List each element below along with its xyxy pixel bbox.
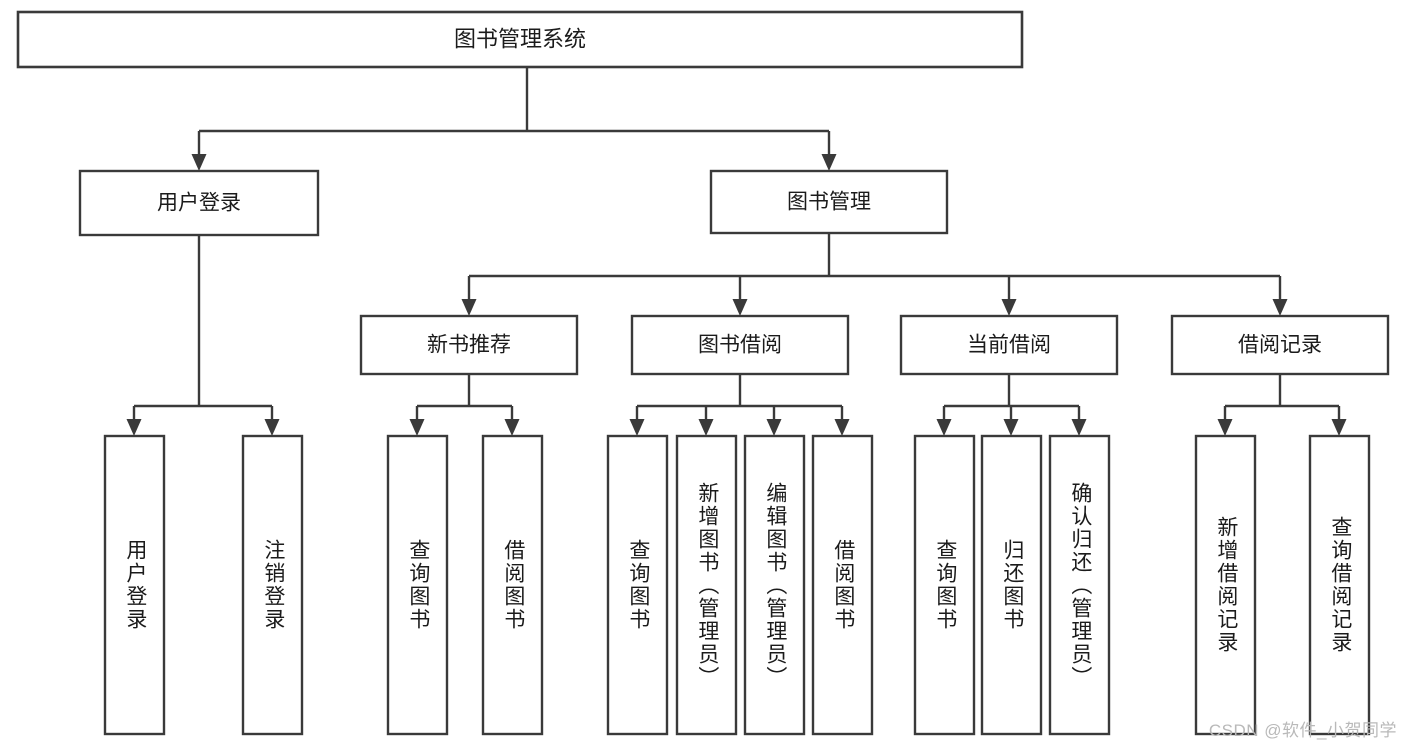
node-box-borrow-record[interactable] <box>1170 314 1390 376</box>
level3-to-leaves-1-arrow-2 <box>766 419 782 436</box>
level3-to-leaves-3-arrow-0 <box>1217 419 1233 436</box>
node-label-book-management: 图书管理 <box>787 191 871 214</box>
node-box-leaf-confirm-return-admin[interactable] <box>1048 434 1111 736</box>
node-label-borrow-record: 借阅记录 <box>1238 334 1322 357</box>
node-box-new-book-recommend[interactable] <box>359 314 579 376</box>
book-management-to-level3-arrow-3 <box>1272 299 1288 316</box>
node-box-book-borrow[interactable] <box>630 314 850 376</box>
connector-lines-group <box>126 67 1347 436</box>
node-box-leaf-borrow-book-1[interactable] <box>481 434 544 736</box>
node-box-current-borrow[interactable] <box>899 314 1119 376</box>
book-management-to-level3-arrow-1 <box>732 299 748 316</box>
node-box-leaf-query-borrow-record[interactable] <box>1308 434 1371 736</box>
node-boxes-group <box>16 10 1390 736</box>
level3-to-leaves-2-arrow-2 <box>1071 419 1087 436</box>
node-label-new-book-recommend: 新书推荐 <box>427 334 511 357</box>
level3-to-leaves-1-arrow-0 <box>629 419 645 436</box>
node-box-leaf-edit-book-admin[interactable] <box>743 434 806 736</box>
node-box-root[interactable] <box>16 10 1024 69</box>
level3-to-leaves-2-arrow-0 <box>936 419 952 436</box>
node-box-leaf-query-book-3[interactable] <box>913 434 976 736</box>
book-management-to-level3-arrow-0 <box>461 299 477 316</box>
level3-to-leaves-0-arrow-0 <box>409 419 425 436</box>
root-to-level2-arrow-1 <box>821 154 837 171</box>
node-box-leaf-query-book-1[interactable] <box>386 434 449 736</box>
node-box-leaf-return-book[interactable] <box>980 434 1043 736</box>
level3-to-leaves-1-arrow-1 <box>698 419 714 436</box>
level3-to-leaves-2-arrow-1 <box>1003 419 1019 436</box>
node-box-book-management[interactable] <box>709 169 949 235</box>
node-label-user-login: 用户登录 <box>157 192 241 215</box>
level3-to-leaves-0-arrow-1 <box>504 419 520 436</box>
book-management-to-level3-arrow-2 <box>1001 299 1017 316</box>
node-box-leaf-add-borrow-record[interactable] <box>1194 434 1257 736</box>
user-login-to-leaves-arrow-1 <box>264 419 280 436</box>
level3-to-leaves-3-arrow-1 <box>1331 419 1347 436</box>
user-login-to-leaves-arrow-0 <box>126 419 142 436</box>
node-label-current-borrow: 当前借阅 <box>967 334 1051 357</box>
level3-to-leaves-1-arrow-3 <box>834 419 850 436</box>
node-label-root: 图书管理系统 <box>454 26 586 51</box>
node-box-user-login[interactable] <box>78 169 320 237</box>
node-label-book-borrow: 图书借阅 <box>698 334 782 357</box>
root-to-level2-arrow-0 <box>191 154 207 171</box>
watermark-text: CSDN @软件_小贺同学 <box>1208 721 1397 740</box>
node-box-leaf-logout-login[interactable] <box>241 434 304 736</box>
node-box-leaf-user-login[interactable] <box>103 434 166 736</box>
node-box-leaf-query-book-2[interactable] <box>606 434 669 736</box>
node-box-leaf-borrow-book-2[interactable] <box>811 434 874 736</box>
node-box-leaf-add-book-admin[interactable] <box>675 434 738 736</box>
